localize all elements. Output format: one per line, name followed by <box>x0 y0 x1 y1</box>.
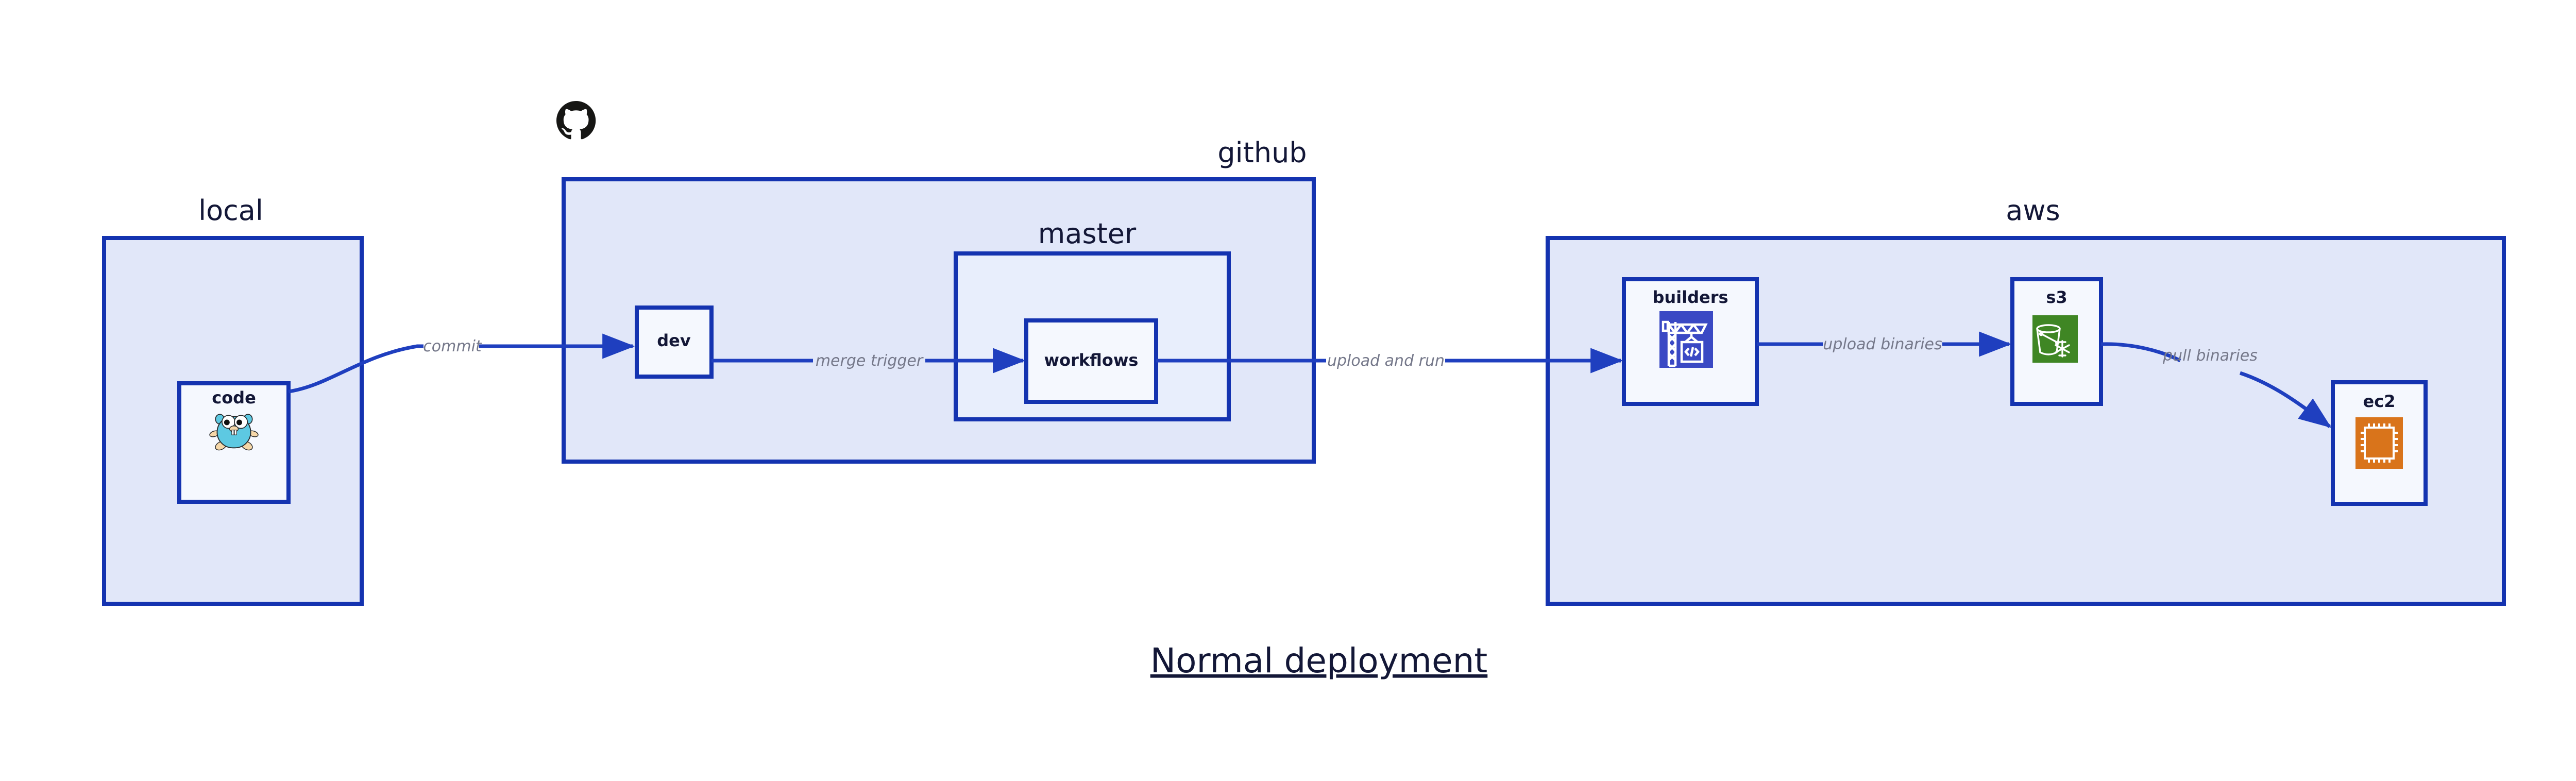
edge-path-pullbin-right <box>2239 371 2332 428</box>
node-label-ec2: ec2 <box>2363 392 2396 411</box>
zone-label-local: local <box>198 194 263 227</box>
node-label-dev: dev <box>657 331 691 350</box>
edge-pull-binaries: pull binaries <box>2100 342 2332 428</box>
page-title: Normal deployment <box>1150 641 1488 681</box>
edge-label-pull-binaries: pull binaries <box>2162 347 2258 365</box>
edge-label-commit: commit <box>423 337 482 355</box>
aws-s3-glacier-bucket-icon <box>2032 315 2078 363</box>
node-s3[interactable]: s3 <box>2010 277 2103 406</box>
zone-label-master: master <box>1038 217 1137 250</box>
edge-commit: commit <box>288 333 635 394</box>
node-builders[interactable]: builders <box>1622 277 1759 406</box>
go-gopher-icon <box>209 414 259 451</box>
node-label-builders: builders <box>1652 287 1728 307</box>
edge-upload-binaries: upload binaries <box>1757 331 2012 357</box>
edge-path-pullbin-left <box>2100 342 2181 363</box>
edge-label-merge-trigger: merge trigger <box>816 352 924 370</box>
aws-builders-crane-icon <box>1659 311 1713 368</box>
edge-path-commit-left <box>288 344 423 394</box>
node-box-dev[interactable] <box>635 305 714 379</box>
edge-upload-and-run: upload and run <box>1156 348 1623 373</box>
node-dev[interactable]: dev <box>635 305 714 379</box>
node-label-s3: s3 <box>2046 287 2067 307</box>
zone-label-aws: aws <box>2006 194 2060 227</box>
node-code[interactable]: code <box>177 381 291 504</box>
node-label-workflows: workflows <box>1044 350 1139 370</box>
github-octocat-icon <box>556 101 596 140</box>
zone-label-github: github <box>1217 137 1307 169</box>
edge-label-upload-and-run: upload and run <box>1327 352 1445 370</box>
node-workflows[interactable]: workflows <box>1024 318 1158 404</box>
node-box-ec2[interactable] <box>2331 380 2428 506</box>
node-ec2[interactable]: ec2 <box>2331 380 2428 506</box>
edge-label-upload-binaries: upload binaries <box>1823 335 1942 353</box>
edge-merge-trigger: merge trigger <box>711 348 1026 373</box>
node-label-code: code <box>212 388 256 408</box>
aws-ec2-chip-icon <box>2355 417 2403 469</box>
